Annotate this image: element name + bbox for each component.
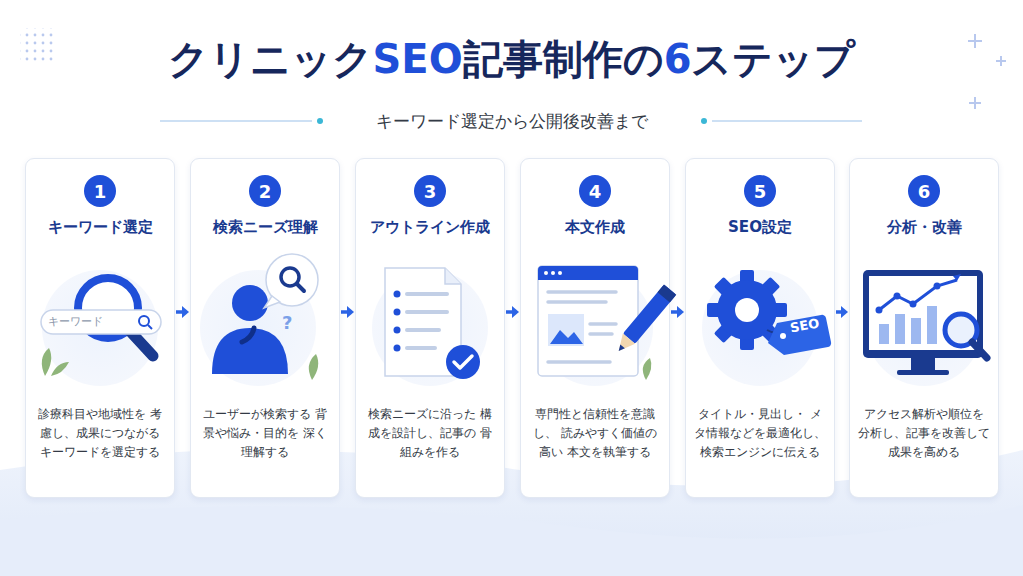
step-number: 2 bbox=[259, 181, 272, 202]
step-card: 本文作成専門性と信頼性を意識し、 読みやすく価値の高い 本文を執筆する 4 bbox=[520, 158, 670, 498]
step-description: タイトル・見出し・ メタ情報などを最適化し、 検索エンジンに伝える bbox=[693, 405, 827, 463]
step-number: 5 bbox=[754, 181, 767, 202]
step-card: 分析・改善アクセス解析や順位を 分析し、記事を改善して 成果を高める 6 bbox=[849, 158, 999, 498]
step-card: アウトライン作成検索ニーズに沿った 構成を設計し、記事の 骨組みを作る 3 bbox=[355, 158, 505, 498]
step-description: 診療科目や地域性を 考慮し、成果につながる キーワードを選定する bbox=[33, 405, 167, 463]
title-part: 記事制作の bbox=[463, 36, 664, 82]
step-number: 3 bbox=[424, 181, 437, 202]
flow-arrow bbox=[506, 306, 519, 318]
step-heading: キーワード選定 bbox=[26, 217, 174, 237]
step-heading: 分析・改善 bbox=[850, 217, 998, 237]
step-description: アクセス解析や順位を 分析し、記事を改善して 成果を高める bbox=[857, 405, 991, 463]
step-number: 4 bbox=[589, 181, 602, 202]
title-part: ステップ bbox=[691, 36, 855, 82]
step-number-circle: 1 bbox=[84, 175, 116, 207]
step-number-circle: 6 bbox=[908, 175, 940, 207]
flow-arrow bbox=[341, 306, 354, 318]
flow-arrow bbox=[836, 306, 848, 318]
step-heading: 本文作成 bbox=[521, 217, 669, 237]
step-number-circle: 3 bbox=[414, 175, 446, 207]
title-part: SEO bbox=[373, 36, 463, 82]
step-number-circle: 2 bbox=[249, 175, 281, 207]
step-heading: 検索ニーズ理解 bbox=[191, 217, 339, 237]
step-description: ユーザーが検索する 背景や悩み・目的を 深く理解する bbox=[198, 405, 332, 463]
title: クリニックSEO記事制作の6ステップ bbox=[0, 32, 1023, 87]
subtitle: キーワード選定から公開後改善まで bbox=[376, 110, 648, 133]
step-card: 検索ニーズ理解ユーザーが検索する 背景や悩み・目的を 深く理解する 2 bbox=[190, 158, 340, 498]
step-description: 検索ニーズに沿った 構成を設計し、記事の 骨組みを作る bbox=[363, 405, 497, 463]
flow-arrow bbox=[671, 306, 684, 318]
flow-arrow bbox=[176, 306, 189, 318]
step-heading: SEO設定 bbox=[686, 217, 834, 237]
step-number: 1 bbox=[94, 181, 107, 202]
step-number-circle: 5 bbox=[744, 175, 776, 207]
step-number-circle: 4 bbox=[579, 175, 611, 207]
title-part: クリニック bbox=[168, 36, 373, 82]
step-heading: アウトライン作成 bbox=[356, 217, 504, 237]
title-part: 6 bbox=[664, 36, 692, 82]
step-description: 専門性と信頼性を意識し、 読みやすく価値の高い 本文を執筆する bbox=[528, 405, 662, 463]
search-box-text: キーワード bbox=[48, 314, 103, 329]
question-mark: ? bbox=[282, 312, 292, 333]
step-number: 6 bbox=[918, 181, 931, 202]
